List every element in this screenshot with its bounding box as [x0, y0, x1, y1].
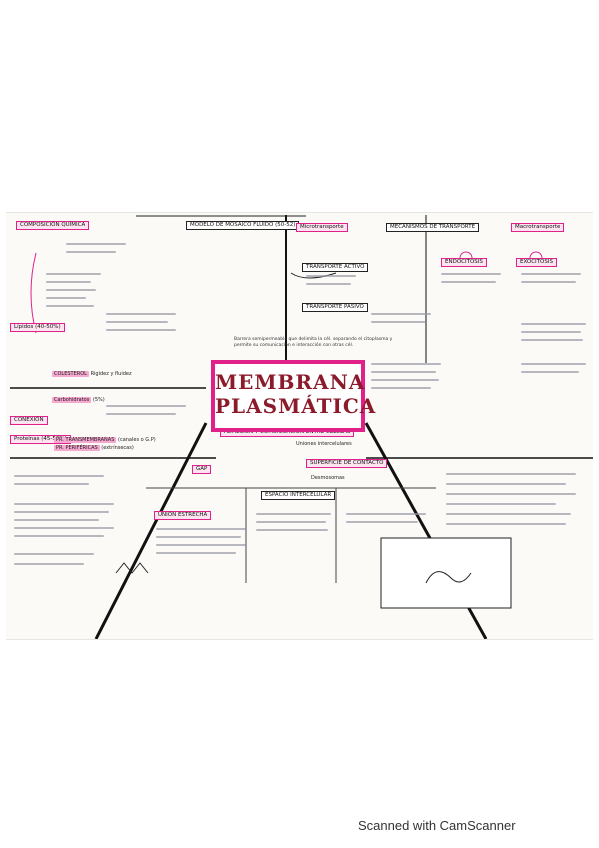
active-transport-node: TRANSPORTE ACTIVO	[302, 263, 369, 272]
model-heading: MODELO DE MOSAICO FLUIDO (50-52)	[186, 221, 300, 230]
model-heading-sub: (50-52)	[275, 222, 296, 228]
proteins-label: Proteínas	[14, 436, 40, 442]
integral-proteins-text: PR. TRANSMEMBRANAS	[54, 437, 117, 443]
integral-proteins: PR. TRANSMEMBRANAS (canales o G.P)	[54, 437, 156, 443]
carbohydrates-label: Carbohidratos (5%)	[52, 397, 105, 403]
model-heading-text: MODELO DE MOSAICO FLUIDO	[190, 222, 274, 228]
endocytosis-node: ENDOCITOSIS	[441, 258, 487, 267]
transport-mechanisms-heading: MECANISMOS DE TRANSPORTE	[386, 223, 480, 232]
lipids-label: Lípidos	[14, 324, 34, 330]
title-line-1: MEMBRANA	[215, 370, 366, 394]
peripheral-proteins-text: PR. PERIFÉRICAS	[54, 445, 100, 451]
gap-node: GAP	[192, 465, 212, 474]
peripheral-proteins-sub: (extrínsecas)	[101, 445, 134, 451]
peripheral-proteins: PR. PERIFÉRICAS (extrínsecas)	[54, 445, 134, 451]
carbohydrates-pct: (5%)	[92, 397, 105, 403]
intercellular-junctions: Uniones intercelulares	[296, 441, 352, 447]
exocytosis-node: EXOCITOSIS	[516, 258, 557, 267]
macro-transport-heading: Macrotransporte	[511, 223, 565, 232]
integral-proteins-sub: (canales o G.P)	[118, 437, 156, 443]
central-title-box: MEMBRANA PLASMÁTICA	[211, 360, 377, 432]
connection-node: CONEXIÓN	[10, 416, 48, 425]
passive-transport-node: TRANSPORTE PASIVO	[302, 303, 368, 312]
scanner-watermark: Scanned with CamScanner	[358, 818, 516, 833]
carbohydrates-text: Carbohidratos	[52, 397, 92, 403]
cholesterol-desc: Rigidez y fluidez	[90, 371, 132, 377]
lipids-pct: (40-50%)	[35, 324, 61, 330]
cholesterol-text: COLESTEROL	[52, 371, 89, 377]
intercellular-space-node: ESPACIO INTERCELULAR	[261, 491, 336, 500]
title-line-2: PLASMÁTICA	[215, 394, 377, 418]
contact-surface-node: SUPERFICIE DE CONTACTO	[306, 459, 388, 468]
cholesterol-label: COLESTEROL Rigidez y fluidez	[52, 371, 132, 377]
concept-map-sheet: COMPOSICIÓN QUÍMICA MODELO DE MOSAICO FL…	[6, 212, 593, 640]
membrane-definition: Barrera semipermeable que delimita la cé…	[234, 337, 393, 348]
tight-junction-node: UNIÓN ESTRECHA	[154, 511, 212, 520]
lipids-node: Lípidos (40-50%)	[10, 323, 65, 332]
composition-heading: COMPOSICIÓN QUÍMICA	[16, 221, 90, 230]
desmosomes-label: Desmosomas	[311, 475, 345, 481]
micro-transport-heading: Microtransporte	[296, 223, 348, 232]
